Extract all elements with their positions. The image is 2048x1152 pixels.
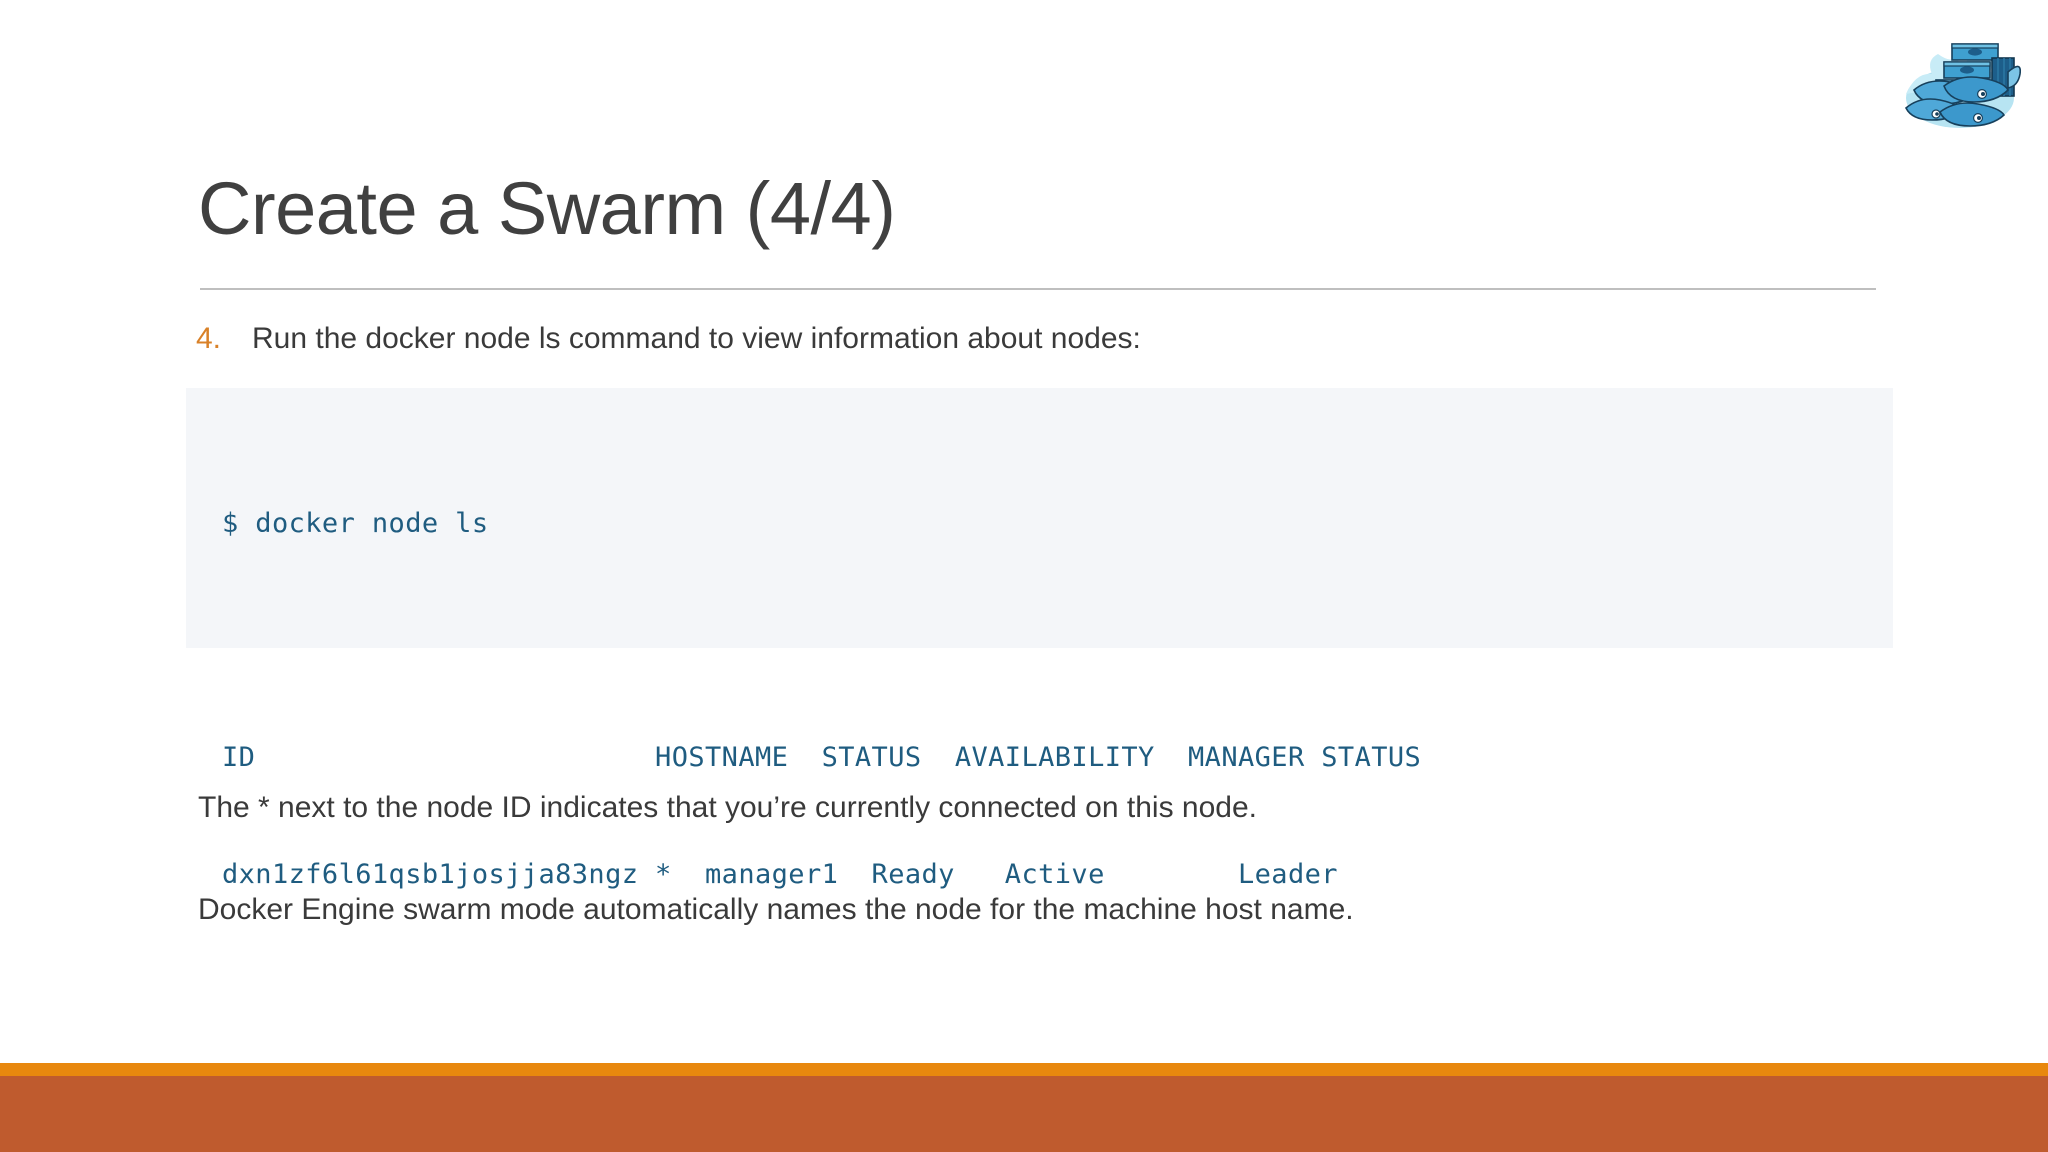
terminal-command-line: $ docker node ls	[222, 508, 489, 539]
title-divider	[200, 288, 1876, 290]
terminal-code-block: $ docker node ls ID HOSTNAME STATUS AVAI…	[186, 388, 1893, 890]
terminal-output: $ docker node ls ID HOSTNAME STATUS AVAI…	[222, 426, 1421, 972]
terminal-table-header: ID HOSTNAME STATUS AVAILABILITY MANAGER …	[222, 742, 1422, 773]
step-item-4: 4. Run the docker node ls command to vie…	[196, 320, 1896, 358]
terminal-table-row: dxn1zf6l61qsb1josjja83ngz * manager1 Rea…	[222, 859, 1338, 890]
page-title: Create a Swarm (4/4)	[198, 167, 896, 250]
footer-bar	[0, 1076, 2048, 1152]
footer-accent-stripe	[0, 1063, 2048, 1076]
step-number: 4.	[196, 322, 222, 355]
body-paragraph-1: The * next to the node ID indicates that…	[198, 791, 1257, 824]
docker-swarm-logo	[1896, 24, 2024, 136]
step-text: Run the docker node ls command to view i…	[252, 322, 1141, 355]
terminal-blank-line	[222, 621, 1421, 660]
body-paragraph-2: Docker Engine swarm mode automatically n…	[198, 893, 1354, 926]
